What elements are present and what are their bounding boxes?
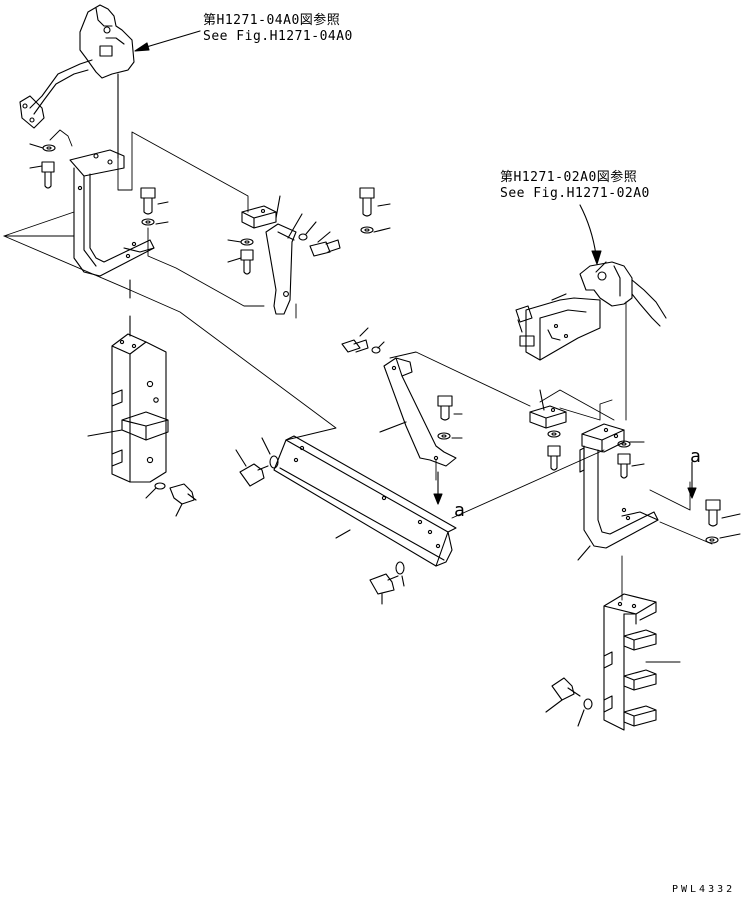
bolt-right-lower: [545, 677, 581, 713]
bolt-horizontal-1: [309, 231, 341, 257]
bolt-middle-2: [437, 395, 463, 421]
washer-mid-2: [227, 238, 254, 246]
reference-label-top: 第H1271-04A0図参照 See Fig.H1271-04A0: [203, 13, 353, 45]
clamp-block-right: [529, 389, 567, 429]
marker-a-middle: a: [454, 500, 465, 521]
washer-mid-1: [141, 218, 169, 226]
arrow-a-middle: a: [433, 471, 465, 521]
washer-right-3: [705, 533, 741, 544]
arrow-a-right: a: [687, 446, 701, 499]
washer-beam-2: [395, 561, 405, 587]
washer-middle-2: [437, 432, 463, 440]
bolt-right-1: [547, 445, 561, 471]
reference-label-top-en: See Fig.H1271-04A0: [203, 29, 353, 44]
bolt-left-1: [29, 143, 56, 152]
bolt-middle-1: [341, 327, 369, 353]
washer-right-2: [617, 440, 645, 448]
reference-label-right-jp: 第H1271-02A0図参照: [500, 170, 638, 185]
angle-beam: [273, 435, 457, 567]
washer-right-lower: [577, 698, 593, 727]
washer-middle-1: [371, 341, 385, 354]
washer-beam-1: [261, 437, 279, 469]
bolt-right-3: [705, 499, 741, 527]
bolt-left-2: [29, 161, 55, 189]
washer-small-1: [298, 221, 317, 241]
reference-label-top-jp: 第H1271-04A0図参照: [203, 13, 341, 28]
washer-mid-3: [360, 226, 391, 234]
washer-right-1: [547, 430, 561, 438]
plate-bracket-left: [265, 213, 303, 315]
valve-assembly-left: [19, 4, 135, 159]
bolt-mid-3: [359, 187, 391, 217]
reference-label-right: 第H1271-02A0図参照 See Fig.H1271-02A0: [500, 170, 650, 202]
reference-leader-right: [579, 204, 602, 265]
support-bar-left: [87, 315, 169, 483]
bracket-right: [577, 423, 659, 561]
clamp-block-left: [241, 195, 281, 229]
marker-a-right: a: [690, 446, 701, 467]
bolt-beam-1: [235, 449, 269, 487]
support-bar-right: [603, 593, 681, 731]
washer-left-lower: [145, 482, 166, 499]
bracket-middle: [379, 357, 457, 467]
drawing-code: PWL4332: [672, 884, 736, 895]
bolt-mid-2: [227, 249, 254, 275]
valve-assembly-right: [515, 261, 667, 361]
bracket-left: [69, 149, 155, 299]
bolt-left-lower: [169, 483, 197, 517]
bolt-right-2: [617, 453, 645, 479]
reference-leader-top: [134, 30, 201, 52]
reference-label-right-en: See Fig.H1271-02A0: [500, 186, 650, 201]
bolt-beam-2: [369, 573, 399, 605]
bolt-mid-1: [140, 187, 169, 215]
assembly-lines: [3, 129, 713, 601]
